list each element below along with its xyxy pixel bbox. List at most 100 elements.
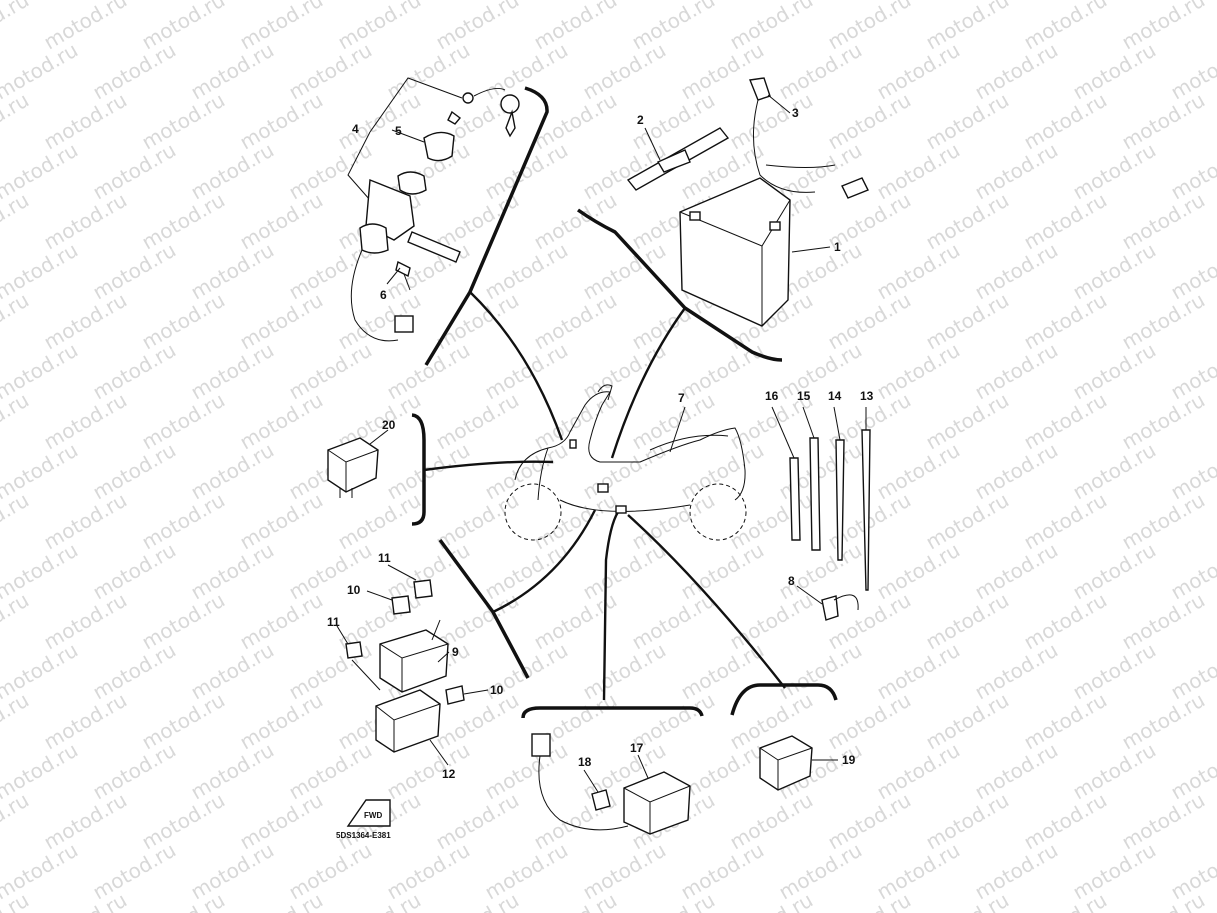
watermark-text: motod.ru	[481, 538, 572, 605]
watermark-text: motod.ru	[971, 538, 1062, 605]
watermark-text: motod.ru	[89, 638, 180, 705]
watermark-text: motod.ru	[89, 538, 180, 605]
watermark-text: motod.ru	[89, 338, 180, 405]
watermark-text: motod.ru	[138, 488, 229, 555]
watermark-text: motod.ru	[0, 0, 33, 54]
watermark-text: motod.ru	[1020, 888, 1111, 913]
watermark-text: motod.ru	[677, 738, 768, 805]
watermark-text: motod.ru	[236, 188, 327, 255]
watermark-text: motod.ru	[40, 388, 131, 455]
watermark-text: motod.ru	[432, 888, 523, 913]
watermark-text: motod.ru	[187, 238, 278, 305]
watermark-text: motod.ru	[481, 738, 572, 805]
watermark-text: motod.ru	[432, 0, 523, 54]
callout-5: 5	[395, 124, 402, 138]
watermark-text: motod.ru	[1020, 788, 1111, 855]
watermark-text: motod.ru	[236, 688, 327, 755]
watermark-text: motod.ru	[383, 838, 474, 905]
watermark-text: motod.ru	[922, 888, 1013, 913]
watermark-text: motod.ru	[40, 188, 131, 255]
watermark-text: motod.ru	[775, 38, 866, 105]
watermark-text: motod.ru	[1020, 188, 1111, 255]
watermark-text: motod.ru	[285, 338, 376, 405]
watermark-text: motod.ru	[1118, 488, 1209, 555]
watermark-text: motod.ru	[0, 588, 33, 655]
watermark-text: motod.ru	[138, 388, 229, 455]
callout-15: 15	[797, 389, 811, 403]
callout-12: 12	[442, 767, 456, 781]
watermark-text: motod.ru	[628, 888, 719, 913]
watermark-text: motod.ru	[1020, 388, 1111, 455]
watermark-text: motod.ru	[334, 888, 425, 913]
watermark-text: motod.ru	[530, 888, 621, 913]
watermark-text: motod.ru	[236, 888, 327, 913]
watermark-text: motod.ru	[89, 438, 180, 505]
watermark-text: motod.ru	[726, 888, 817, 913]
watermark-text: motod.ru	[383, 438, 474, 505]
watermark-text: motod.ru	[187, 738, 278, 805]
watermark-text: motod.ru	[1020, 588, 1111, 655]
watermark-text: motod.ru	[285, 738, 376, 805]
watermark-text: motod.ru	[971, 738, 1062, 805]
watermark-text: motod.ru	[40, 788, 131, 855]
watermark-text: motod.ru	[481, 838, 572, 905]
watermark-text: motod.ru	[628, 588, 719, 655]
watermark-text: motod.ru	[89, 238, 180, 305]
watermark-text: motod.ru	[89, 38, 180, 105]
watermark-text: motod.ru	[1118, 688, 1209, 755]
watermark-text: motod.ru	[1069, 138, 1160, 205]
watermark-text: motod.ru	[922, 88, 1013, 155]
watermark-text: motod.ru	[824, 588, 915, 655]
callout-labels: 1 2 3 4 5 6 7 8 9 10 10 11 11 12 13 14 1…	[327, 106, 874, 840]
watermark-text: motod.ru	[824, 888, 915, 913]
watermark-text: motod.ru	[530, 588, 621, 655]
watermark-text: motod.ru	[138, 588, 229, 655]
watermark-text: motod.ru	[873, 638, 964, 705]
watermark-text: motod.ru	[481, 138, 572, 205]
watermark-text: motod.ru	[187, 538, 278, 605]
watermark-text: motod.ru	[922, 188, 1013, 255]
watermark-text: motod.ru	[873, 538, 964, 605]
watermark-text: motod.ru	[824, 688, 915, 755]
callout-14: 14	[828, 389, 842, 403]
watermark-text: motod.ru	[1118, 0, 1209, 54]
watermark-text: motod.ru	[1020, 488, 1111, 555]
watermark-text: motod.ru	[481, 438, 572, 505]
watermark-text: motod.ru	[677, 438, 768, 505]
watermark-text: motod.ru	[1118, 888, 1209, 913]
callout-11b: 11	[327, 615, 340, 629]
callout-17: 17	[630, 741, 644, 755]
starter-relay-assembly	[531, 733, 691, 835]
scooter-outline	[504, 384, 747, 541]
watermark-text: motod.ru	[971, 838, 1062, 905]
watermark-text: motod.ru	[40, 88, 131, 155]
watermark-text: motod.ru	[922, 388, 1013, 455]
watermark-text: motod.ru	[40, 0, 131, 54]
watermark-text: motod.ru	[40, 588, 131, 655]
callout-leaders	[336, 94, 867, 793]
watermark-text: motod.ru	[236, 0, 327, 54]
watermark-text: motod.ru	[481, 38, 572, 105]
watermark-text: motod.ru	[579, 638, 670, 705]
cable-ties	[789, 429, 871, 621]
watermark-text: motod.ru	[1118, 88, 1209, 155]
watermark-text: motod.ru	[579, 838, 670, 905]
watermark-text: motod.ru	[481, 238, 572, 305]
watermark-text: motod.ru	[922, 288, 1013, 355]
watermark-text: motod.ru	[1118, 588, 1209, 655]
watermark-text: motod.ru	[285, 538, 376, 605]
watermark-text: motod.ru	[1069, 338, 1160, 405]
callout-10a: 10	[347, 583, 361, 597]
watermark-text: motod.ru	[432, 688, 523, 755]
watermark-text: motod.ru	[824, 788, 915, 855]
watermark-text: motod.ru	[0, 388, 33, 455]
callout-13: 13	[860, 389, 874, 403]
watermark-text: motod.ru	[138, 0, 229, 54]
watermark-text: motod.ru	[40, 288, 131, 355]
watermark-text: motod.ru	[579, 538, 670, 605]
watermark-text: motod.ru	[236, 588, 327, 655]
watermark-text: motod.ru	[187, 838, 278, 905]
callout-19: 19	[842, 753, 856, 767]
